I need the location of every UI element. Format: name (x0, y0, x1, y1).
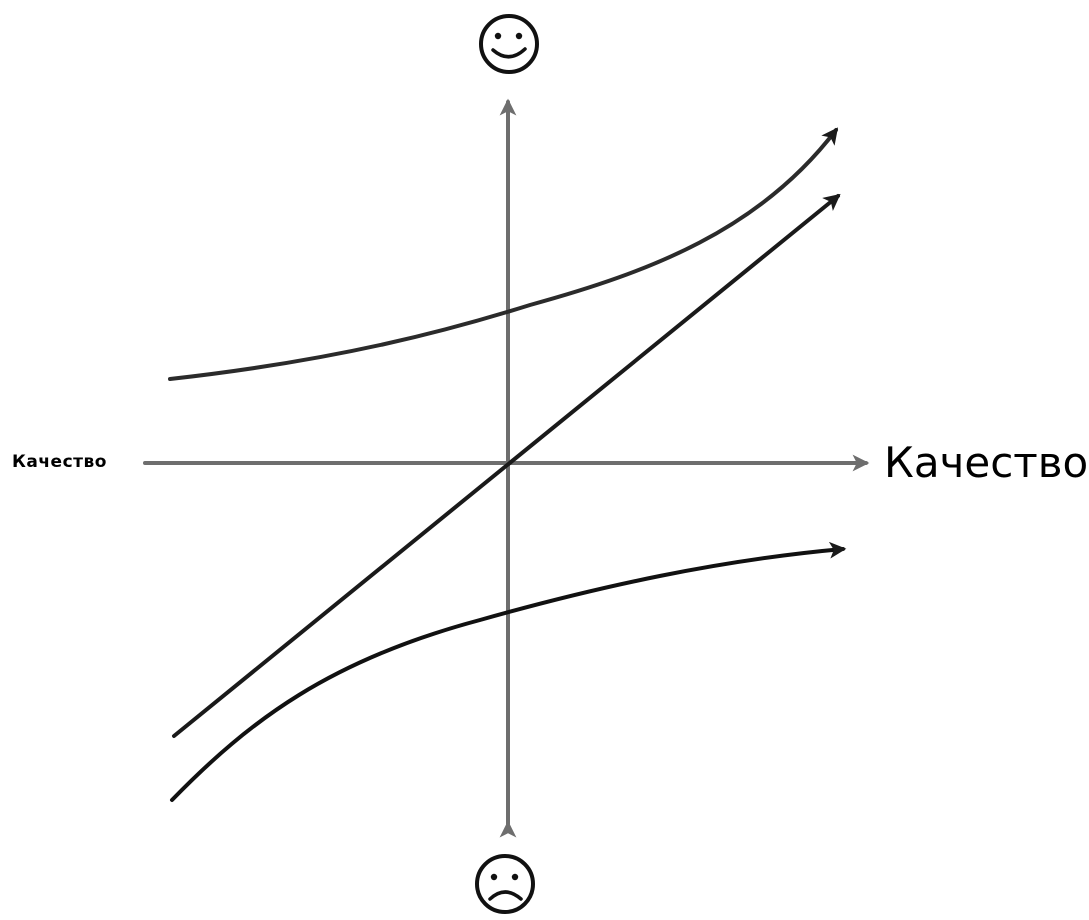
lower-curve-arrow (170, 541, 847, 802)
frowning-face-icon (475, 854, 535, 914)
x-axis-label-right: Качество (884, 438, 1089, 487)
upper-curve-arrow (168, 127, 839, 381)
middle-diagonal-arrow (172, 193, 841, 738)
smiley-face-icon (479, 14, 539, 74)
x-axis-label-left: Качество (12, 452, 107, 472)
